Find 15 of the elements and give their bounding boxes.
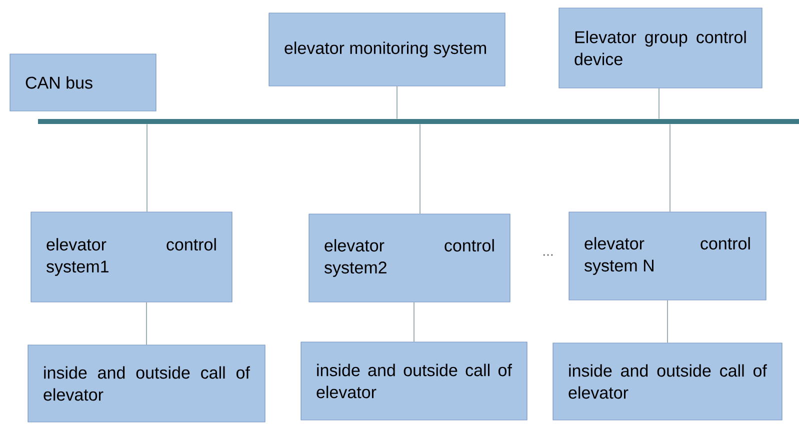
connector-line [396, 86, 398, 120]
connector-line [658, 88, 660, 120]
system-box: inside and outside call of elevator [552, 342, 782, 420]
system-box: elevator control system2 [308, 214, 510, 302]
connector-line [146, 124, 148, 212]
system-box: elevator monitoring system [268, 12, 506, 86]
system-box: elevator control system1 [30, 212, 232, 302]
system-box: elevator control system N [568, 212, 766, 300]
system-box: CAN bus [10, 54, 156, 112]
system-box: inside and outside call of elevator [28, 344, 266, 422]
system-box: inside and outside call of elevator [300, 342, 528, 420]
connector-line [146, 302, 147, 346]
system-box: Elevator group control device [558, 8, 762, 88]
ellipsis: ... [543, 254, 553, 256]
connector-line [667, 300, 668, 344]
